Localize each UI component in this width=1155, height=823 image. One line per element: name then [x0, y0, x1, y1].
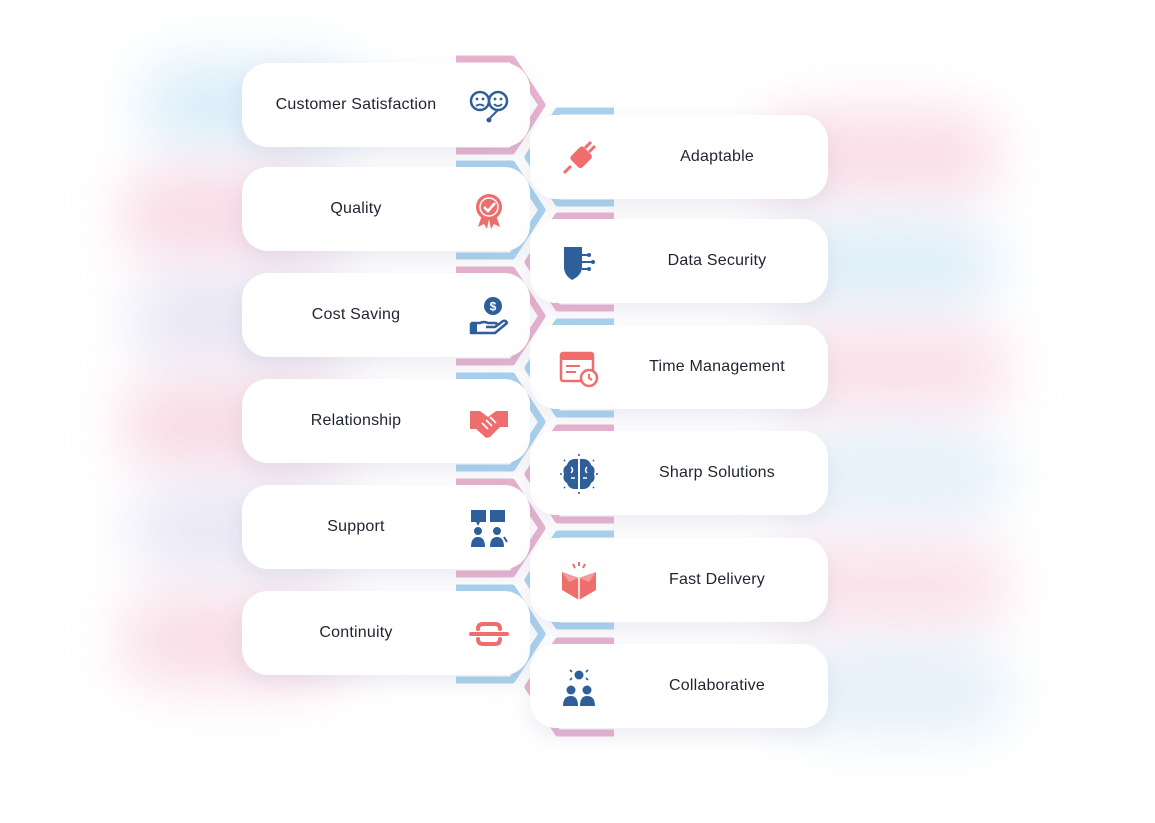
card-label: Fast Delivery — [669, 571, 765, 588]
card-label: Adaptable — [680, 148, 754, 165]
card-label: Customer Satisfaction — [275, 96, 437, 113]
svg-text:$: $ — [490, 300, 497, 314]
smiley-faces-icon — [468, 85, 510, 127]
brain-icon — [558, 453, 600, 495]
card-label: Quality — [330, 200, 382, 217]
hex-outline-4 — [524, 212, 632, 312]
card-fast-delivery: Fast Delivery — [530, 538, 828, 622]
hex-outline-6 — [524, 318, 632, 418]
hex-outline-2 — [524, 107, 632, 207]
team-icon — [558, 666, 600, 708]
card-label: Sharp Solutions — [659, 464, 775, 481]
hex-outline-1 — [438, 55, 546, 155]
card-cost-saving: Cost Saving $ — [242, 273, 530, 357]
open-box-icon — [558, 560, 600, 602]
hex-outline-7 — [438, 372, 546, 472]
chain-link-icon — [468, 613, 510, 655]
card-label: Cost Saving — [311, 306, 401, 323]
card-support: Support — [242, 485, 530, 569]
card-continuity: Continuity — [242, 591, 530, 675]
card-quality: Quality — [242, 167, 530, 251]
support-team-icon — [468, 507, 510, 549]
card-time-management: Time Management — [530, 325, 828, 409]
card-adaptable: Adaptable — [530, 115, 828, 199]
plug-icon — [558, 137, 600, 179]
card-label: Continuity — [319, 624, 393, 641]
shield-icon — [558, 241, 600, 283]
card-relationship: Relationship — [242, 379, 530, 463]
hex-outline-11 — [438, 584, 546, 684]
card-label: Data Security — [667, 252, 767, 269]
hex-outline-12 — [524, 637, 632, 737]
card-label: Relationship — [310, 412, 402, 429]
card-customer-satisfaction: Customer Satisfaction — [242, 63, 530, 147]
hex-outline-9 — [438, 478, 546, 578]
card-sharp-solutions: Sharp Solutions — [530, 431, 828, 515]
card-label: Time Management — [649, 358, 785, 375]
handshake-icon — [468, 401, 510, 443]
quality-badge-icon — [468, 189, 510, 231]
hex-outline-10 — [524, 530, 632, 630]
hex-outline-5 — [438, 266, 546, 366]
card-label: Collaborative — [669, 677, 765, 694]
hex-outline-3 — [438, 160, 546, 260]
card-label: Support — [327, 518, 385, 535]
hand-coin-icon: $ — [468, 295, 510, 337]
calendar-clock-icon — [558, 347, 600, 389]
hex-outline-8 — [524, 424, 632, 524]
card-collaborative: Collaborative — [530, 644, 828, 728]
card-data-security: Data Security — [530, 219, 828, 303]
